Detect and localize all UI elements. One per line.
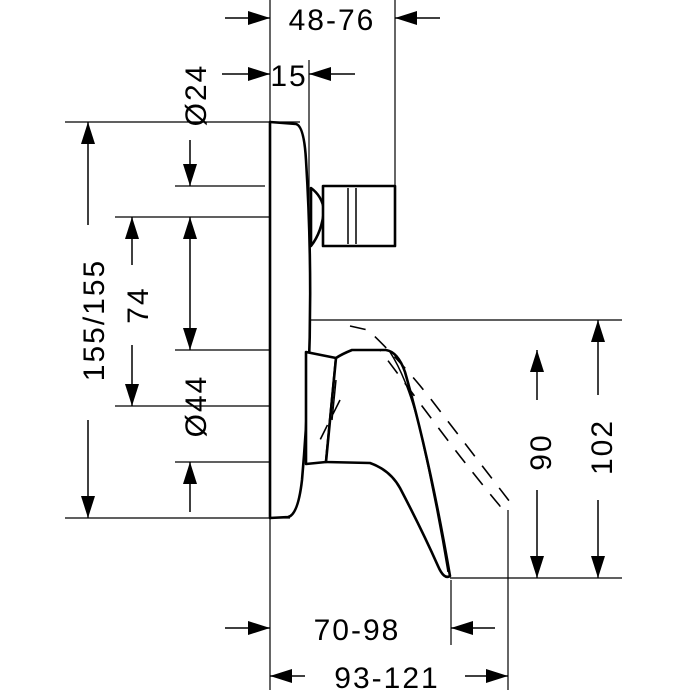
dim-connection-spacing: 74: [122, 217, 155, 406]
dim-70-98-label: 70-98: [314, 614, 401, 647]
dim-total-height: 155/155: [78, 122, 111, 518]
dim-diameter-large: Ø44: [180, 255, 213, 512]
mixer-lever: [324, 348, 452, 579]
extension-lines: [65, 0, 622, 690]
dim-offset: 15: [222, 60, 355, 93]
dim-projection-inner: 70-98: [225, 614, 495, 647]
dim-projection-total: 93-121: [270, 662, 508, 695]
dim-102-label: 102: [586, 419, 619, 475]
dim-155-label: 155/155: [78, 259, 111, 381]
diverter-knob: [321, 184, 397, 248]
dim-93-121-label: 93-121: [334, 662, 439, 695]
dim-15-label: 15: [270, 60, 307, 93]
dim-spout-height: 90: [525, 350, 558, 578]
dim-90-label: 90: [525, 433, 558, 470]
dim-24-label: Ø24: [180, 64, 213, 127]
wall-plate: [268, 120, 312, 520]
dim-diameter-small: Ø24: [180, 64, 213, 255]
mixer-drawing: [268, 120, 512, 579]
dim-74-label: 74: [122, 286, 155, 323]
dim-spout-height-total: 102: [586, 320, 619, 578]
dim-48-76-label: 48-76: [289, 4, 376, 37]
lever-alt-position: [349, 325, 512, 507]
dim-top-width: 48-76: [225, 4, 440, 37]
dim-44-label: Ø44: [180, 375, 213, 438]
